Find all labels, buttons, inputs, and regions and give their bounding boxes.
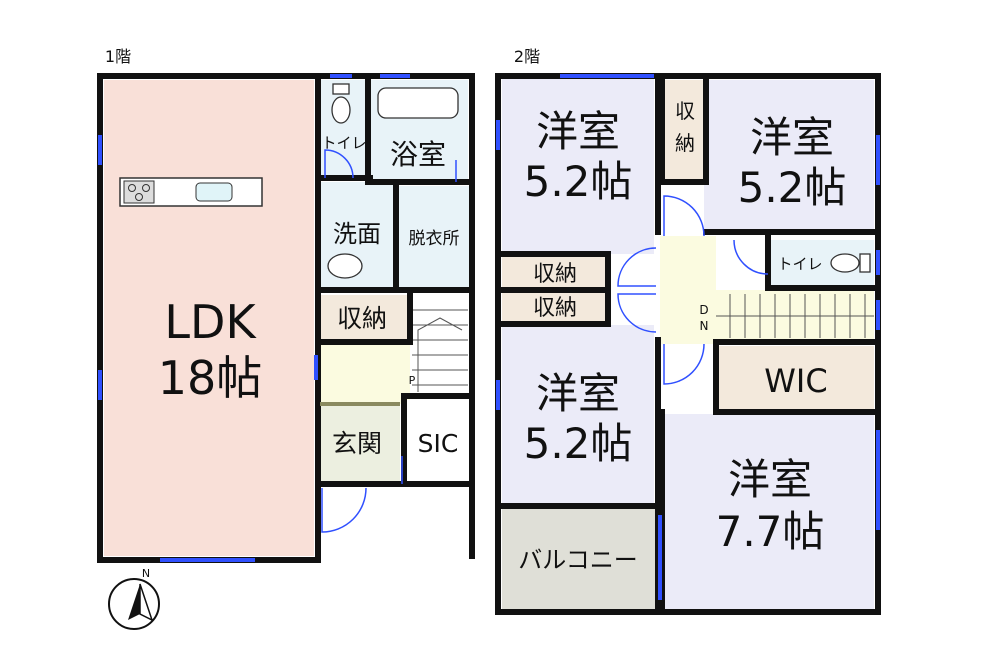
western-room-se [662,414,874,610]
storage-a-label: 収納 [533,262,577,287]
toilet-icon-2f [830,253,871,273]
entrance-label: 玄関 [332,429,382,458]
storage-b-label: 収納 [533,296,577,321]
ldk-size-label: 18帖 [158,351,263,405]
western-sw-size: 5.2帖 [524,419,633,468]
washroom-label: 洗面 [333,220,381,248]
western-nw-size: 5.2帖 [524,157,633,206]
western-ne-size: 5.2帖 [738,163,847,212]
entrance-room [320,404,400,484]
toilet-label-1f: トイレ [321,134,366,152]
storage-room-1f [320,295,410,342]
second-floor-label: 2階 [514,47,540,66]
second-floor: 2階 洋室 5.2帖 収 納 洋室 5.2帖 収納 収納 トイレ D N 洋室 … [495,47,881,615]
stove-icon [123,180,155,204]
hall-2f [660,236,716,344]
stairs-mark-d: D [699,303,708,317]
western-se-name: 洋室 [728,455,812,504]
storage-b [502,290,606,322]
balcony-label: バルコニー [518,546,638,574]
wic-room [718,346,874,410]
toilet-label-2f: トイレ [777,255,822,273]
stairs-mark-n: N [700,319,709,333]
toilet-room-1f [320,80,365,175]
ldk-room [104,80,314,556]
dressing-label: 脱衣所 [409,229,460,249]
sic-room [405,400,470,484]
storage-closet-bottom: 納 [675,131,695,155]
first-floor: 1階 LDK 18帖 トイレ 浴室 洗面 脱衣所 収納 玄関 SIC P [97,47,475,563]
sic-label: SIC [418,429,459,458]
wic-label: WIC [764,362,827,400]
western-room-ne [704,80,874,230]
sink-icon [195,182,233,202]
ldk-name-label: LDK [164,295,257,349]
first-floor-label: 1階 [105,47,131,66]
balcony [502,508,658,610]
hall-1f [320,342,410,404]
western-ne-name: 洋室 [750,113,834,162]
stairs-1f [410,295,470,395]
toilet-icon-1f [331,83,351,124]
bath-label: 浴室 [390,138,446,171]
dressing-room [398,186,470,288]
stair-mark-p: P [409,374,416,387]
western-room-nw [502,76,654,254]
storage-a [502,256,606,288]
bathtub-icon [377,87,459,119]
western-se-size: 7.7帖 [716,507,825,556]
washbasin-icon [327,253,363,279]
stairs-2f [716,290,874,340]
storage-closet-top: 収 [675,99,695,123]
western-nw-name: 洋室 [536,107,620,156]
compass-icon: N [108,567,160,630]
compass-label: N [142,567,150,580]
western-sw-name: 洋室 [536,369,620,418]
western-room-sw [502,325,654,503]
storage-label-1f: 収納 [337,304,387,333]
storage-closet-ne [664,80,704,180]
